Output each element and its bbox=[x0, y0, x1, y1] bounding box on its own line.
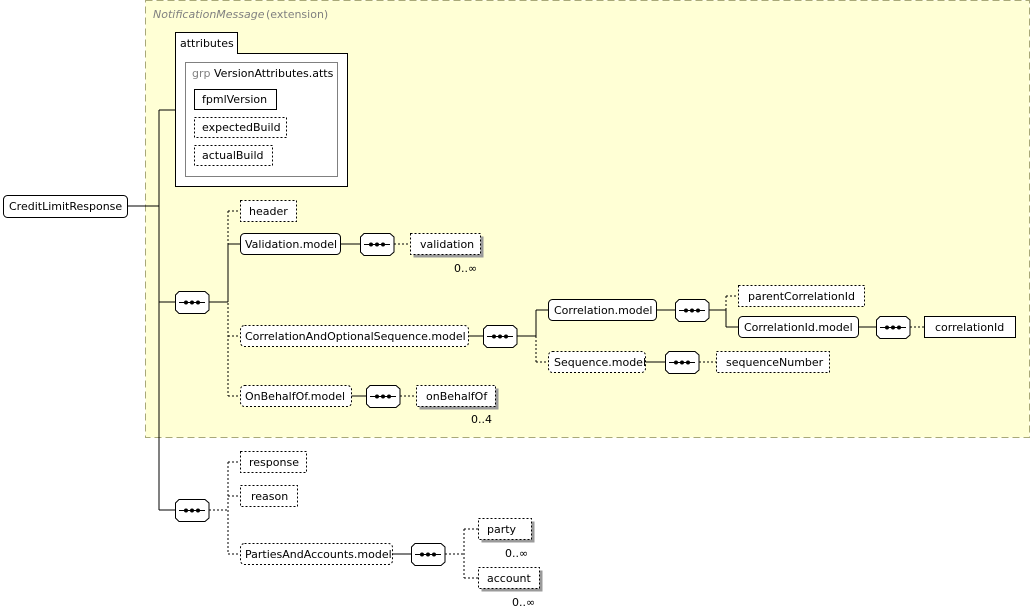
element-correlationid-label: correlationId bbox=[935, 321, 1004, 334]
group-onbehalfof-model-label: OnBehalfOf.model bbox=[245, 390, 345, 403]
group-partiesandaccounts-model[interactable]: PartiesAndAccounts.model bbox=[240, 543, 393, 565]
group-onbehalfof-model[interactable]: OnBehalfOf.model bbox=[240, 385, 352, 407]
element-reason-label: reason bbox=[251, 490, 288, 503]
element-party[interactable]: party 0..∞ bbox=[478, 518, 535, 561]
sequence-compositor[interactable] bbox=[366, 385, 401, 408]
onbehalfof-occurrence: 0..4 bbox=[471, 413, 492, 426]
element-response[interactable]: response bbox=[240, 451, 307, 473]
element-validation-label: validation bbox=[420, 238, 474, 251]
group-validation-model-label: Validation.model bbox=[245, 238, 337, 251]
connector-lines bbox=[127, 109, 924, 579]
element-party-label: party bbox=[487, 523, 517, 536]
element-account[interactable]: account 0..∞ bbox=[478, 567, 543, 607]
attributes-panel: attributes grp VersionAttributes.atts fp… bbox=[175, 32, 348, 187]
extension-suffix: (extension) bbox=[266, 8, 328, 21]
element-sequencenumber-label: sequenceNumber bbox=[726, 356, 824, 369]
group-sequence-model-label: Sequence.model bbox=[554, 356, 646, 369]
element-onbehalfof-label: onBehalfOf bbox=[426, 390, 488, 403]
account-occurrence: 0..∞ bbox=[512, 596, 535, 607]
sequence-compositor[interactable] bbox=[665, 351, 700, 374]
group-correlation-model-label: Correlation.model bbox=[554, 304, 652, 317]
element-account-label: account bbox=[487, 572, 532, 585]
element-onbehalfof[interactable]: onBehalfOf 0..4 bbox=[416, 385, 499, 427]
party-occurrence: 0..∞ bbox=[505, 547, 528, 560]
attributes-tab-label: attributes bbox=[180, 37, 234, 50]
sequence-compositor[interactable] bbox=[675, 299, 710, 322]
element-parentcorrelationid[interactable]: parentCorrelationId bbox=[738, 285, 865, 307]
element-header[interactable]: header bbox=[240, 200, 297, 222]
attribute-group-prefix: grp bbox=[192, 67, 211, 80]
element-header-label: header bbox=[249, 205, 288, 218]
sequence-compositor[interactable] bbox=[483, 325, 518, 348]
group-correlation-and-optional-sequence-label: CorrelationAndOptionalSequence.model bbox=[245, 330, 466, 343]
group-sequence-model[interactable]: Sequence.model bbox=[548, 351, 647, 373]
group-partiesandaccounts-model-label: PartiesAndAccounts.model bbox=[245, 548, 392, 561]
attribute-group-name: VersionAttributes.atts bbox=[214, 67, 334, 80]
group-validation-model[interactable]: Validation.model bbox=[240, 233, 341, 255]
group-correlation-model[interactable]: Correlation.model bbox=[548, 299, 657, 321]
attribute-actualbuild[interactable] bbox=[194, 145, 273, 166]
sequence-compositor[interactable] bbox=[360, 233, 395, 256]
extension-type-name: NotificationMessage bbox=[153, 8, 265, 21]
attribute-fpmlversion-label: fpmlVersion bbox=[202, 93, 267, 106]
attribute-fpmlversion[interactable] bbox=[194, 89, 277, 110]
element-response-label: response bbox=[249, 456, 299, 469]
sequence-compositor[interactable] bbox=[411, 543, 446, 566]
element-reason[interactable]: reason bbox=[240, 485, 298, 507]
sequence-compositor[interactable] bbox=[175, 499, 210, 522]
validation-occurrence: 0..∞ bbox=[454, 262, 477, 275]
root-element-label: CreditLimitResponse bbox=[9, 200, 122, 213]
group-correlation-and-optional-sequence-model[interactable]: CorrelationAndOptionalSequence.model bbox=[240, 325, 469, 347]
element-sequencenumber[interactable]: sequenceNumber bbox=[716, 351, 830, 373]
group-correlationid-model-label: CorrelationId.model bbox=[744, 321, 853, 334]
element-parentcorrelationid-label: parentCorrelationId bbox=[748, 290, 855, 303]
sequence-compositor[interactable] bbox=[876, 316, 911, 339]
attribute-actualbuild-label: actualBuild bbox=[202, 149, 263, 162]
sequence-compositor[interactable] bbox=[175, 291, 210, 314]
element-correlationid[interactable]: correlationId bbox=[924, 316, 1016, 338]
attribute-expectedbuild[interactable] bbox=[194, 117, 287, 138]
attribute-expectedbuild-label: expectedBuild bbox=[202, 121, 281, 134]
element-validation[interactable]: validation 0..∞ bbox=[410, 233, 484, 276]
group-correlationid-model[interactable]: CorrelationId.model bbox=[738, 316, 859, 338]
root-element[interactable]: CreditLimitResponse bbox=[3, 195, 128, 218]
